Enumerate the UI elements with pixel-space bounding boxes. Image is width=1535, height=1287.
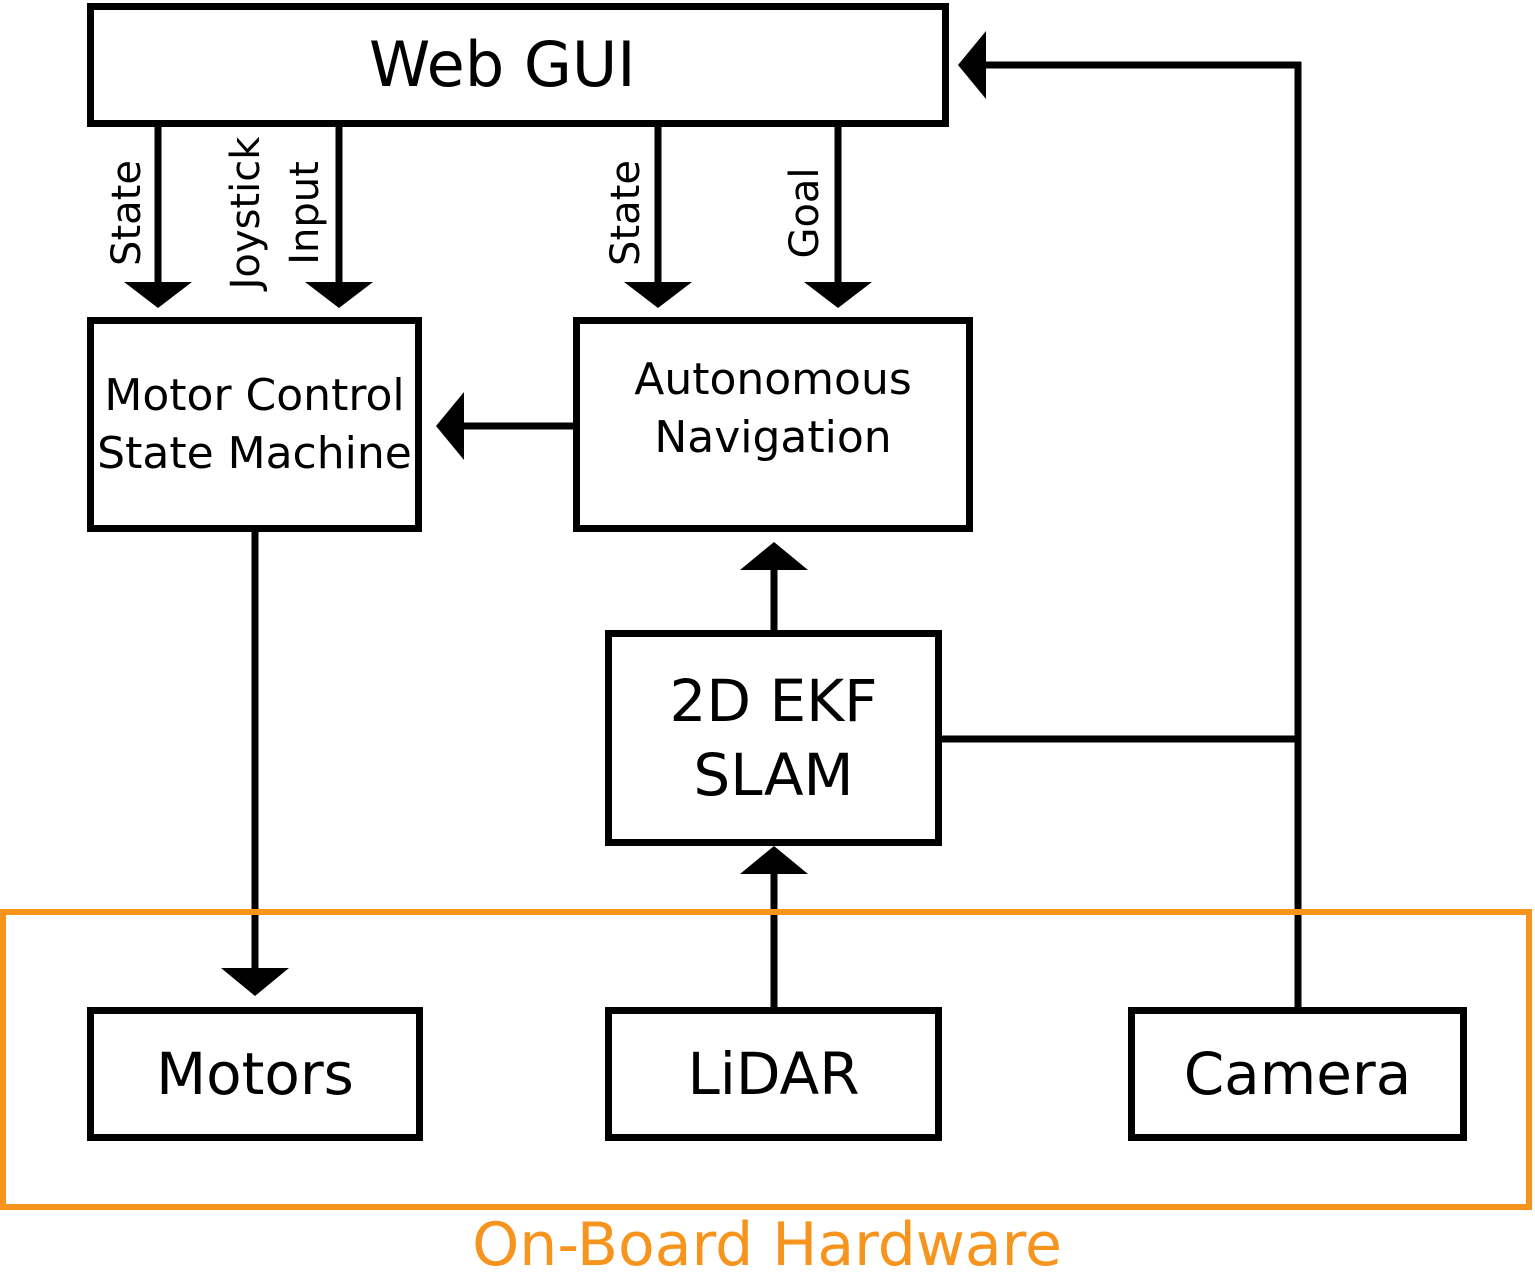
web-gui-node: Web GUI — [87, 3, 949, 127]
camera-label: Camera — [1183, 1040, 1412, 1108]
edge-label-joystick: Joystick — [223, 136, 269, 290]
edge-label-state-nav: State — [603, 160, 649, 266]
lidar-label: LiDAR — [687, 1040, 860, 1108]
edge-label-state-motor: State — [104, 160, 150, 266]
arrowhead-nav-to-motor — [436, 392, 464, 460]
ekf-slam-node: 2D EKF SLAM — [605, 630, 942, 846]
autonomous-navigation-node: Autonomous Navigation — [573, 317, 973, 532]
motor-control-label-line2: State Machine — [97, 427, 412, 479]
motors-label: Motors — [156, 1040, 354, 1108]
web-gui-label: Web GUI — [369, 28, 636, 101]
ekf-slam-label-line1: 2D EKF — [669, 667, 878, 735]
arrowhead-gui-to-nav-state — [624, 282, 692, 308]
arrowhead-to-motors — [221, 968, 289, 996]
arrowhead-gui-to-motor-joystick — [305, 282, 373, 308]
arrowhead-gui-to-motor-state — [124, 282, 192, 308]
on-board-hardware-group — [0, 909, 1532, 1210]
motor-control-node: Motor Control State Machine — [87, 317, 422, 532]
ekf-slam-label-line2: SLAM — [693, 741, 854, 809]
edge-label-input: Input — [282, 161, 328, 265]
arrowhead-lidar-to-slam — [740, 846, 808, 874]
camera-node: Camera — [1128, 1007, 1467, 1141]
motor-control-label-line1: Motor Control — [104, 369, 405, 421]
arrowhead-slam-to-nav — [740, 542, 808, 570]
autonomous-navigation-label-line2: Navigation — [654, 412, 892, 463]
edge-label-goal: Goal — [782, 167, 828, 259]
on-board-hardware-title: On-Board Hardware — [472, 1210, 1062, 1280]
arrowhead-gui-to-nav-goal — [804, 282, 872, 308]
lidar-node: LiDAR — [605, 1007, 942, 1141]
arrowhead-camera-to-gui — [958, 31, 986, 99]
autonomous-navigation-label-line1: Autonomous — [634, 354, 912, 405]
motors-node: Motors — [87, 1007, 423, 1141]
